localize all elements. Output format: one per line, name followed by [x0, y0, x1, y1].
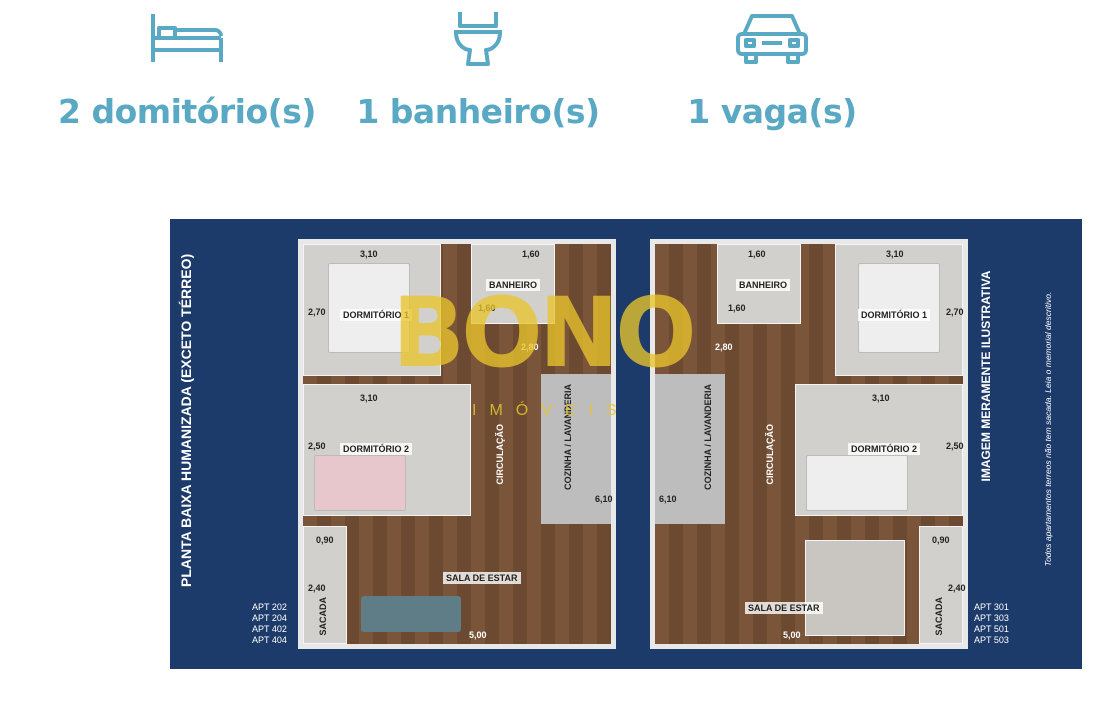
toilet-icon [454, 12, 502, 66]
room-banheiro: 1,60 BANHEIRO 1,60 [717, 244, 801, 324]
bed-icon [151, 14, 223, 62]
room-sacada: 0,90 2,40 SACADA [303, 526, 347, 644]
feature-bathrooms: 1 banheiro(s) [348, 0, 608, 131]
bed [328, 263, 410, 353]
room-dorm2: 3,10 2,50 DORMITÓRIO 2 [795, 384, 964, 516]
feature-parking: 1 vaga(s) [642, 0, 902, 131]
living-rug [805, 540, 905, 636]
feature-bedrooms: 2 domitório(s) [57, 0, 317, 131]
feature-label: 1 banheiro(s) [356, 92, 600, 131]
feature-label: 2 domitório(s) [58, 92, 316, 131]
floor-plan-image: PLANTA BAIXA HUMANIZADA (EXCETO TÉRREO) … [170, 219, 1082, 669]
bed [858, 263, 940, 353]
kitchen-counter [541, 374, 611, 524]
car-icon [736, 14, 808, 64]
room-dorm1: 3,10 2,70 DORMITÓRIO 1 [835, 244, 964, 376]
bed [806, 455, 908, 511]
plan-title-left: PLANTA BAIXA HUMANIZADA (EXCETO TÉRREO) [178, 253, 194, 587]
room-dorm1: 3,10 2,70 DORMITÓRIO 1 [303, 244, 441, 376]
plan-title-right: IMAGEM MERAMENTE ILUSTRATIVA [979, 270, 993, 482]
bono-watermark-sub: IMÓVEIS [472, 402, 630, 419]
floor-plan-left: 3,10 2,70 DORMITÓRIO 1 1,60 BANHEIRO 1,6… [298, 239, 616, 649]
feature-label: 1 vaga(s) [687, 92, 857, 131]
room-banheiro: 1,60 BANHEIRO 1,60 [471, 244, 555, 324]
floor-plan-right: 1,60 BANHEIRO 1,60 2,80 3,10 2,70 DORMIT… [650, 239, 968, 649]
bed [314, 455, 406, 511]
apt-list-right: APT 301 APT 303 APT 501 APT 503 [974, 602, 1009, 645]
sofa [361, 596, 461, 632]
room-dorm2: 3,10 2,50 DORMITÓRIO 2 [303, 384, 471, 516]
plan-note: Todos apartamentos terreos não tem sacad… [1043, 291, 1053, 567]
kitchen-counter [655, 374, 725, 524]
room-sacada: 0,90 2,40 SACADA [919, 526, 966, 644]
apt-list-left: APT 202 APT 204 APT 402 APT 404 [252, 602, 287, 645]
